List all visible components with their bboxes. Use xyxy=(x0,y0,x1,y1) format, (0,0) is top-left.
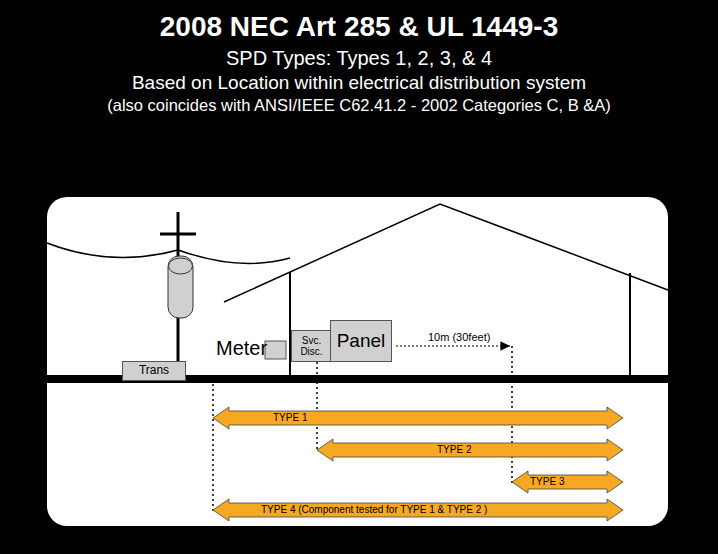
meter-box xyxy=(265,341,286,359)
double-arrow xyxy=(317,439,623,461)
type-arrow: TYPE 3 xyxy=(512,470,623,494)
type-arrow: TYPE 4 (Component tested for TYPE 1 & TY… xyxy=(213,498,623,522)
box-label: Panel xyxy=(337,331,386,352)
pole-crossarm xyxy=(160,233,196,236)
type-arrow: TYPE 2 xyxy=(317,438,623,462)
type-label: TYPE 3 xyxy=(530,476,564,488)
type-label: TYPE 1 xyxy=(273,412,307,424)
house-wall xyxy=(289,272,291,378)
double-arrow xyxy=(512,471,623,493)
panel-box: Panel xyxy=(330,320,392,362)
house-wall xyxy=(629,273,631,378)
double-arrow xyxy=(213,407,623,429)
subtitle: Based on Location within electrical dist… xyxy=(0,72,718,94)
subtitle: (also coincides with ANSI/IEEE C62.41.2 … xyxy=(0,96,718,115)
type-arrow: TYPE 1 xyxy=(213,406,623,430)
white-panel xyxy=(47,197,668,526)
title: 2008 NEC Art 285 & UL 1449-3 xyxy=(0,10,718,44)
transformer-box: Trans xyxy=(122,361,186,381)
box-label: Svc. Disc. xyxy=(292,335,331,357)
dimension-line xyxy=(396,345,510,346)
type-label: TYPE 4 (Component tested for TYPE 1 & TY… xyxy=(261,504,487,516)
subtitle: SPD Types: Types 1, 2, 3, & 4 xyxy=(0,47,718,70)
service-drop xyxy=(178,250,290,263)
transformer-top xyxy=(169,258,193,274)
dimension-label: 10m (30feet) xyxy=(428,331,490,344)
type-label: TYPE 2 xyxy=(437,444,471,456)
box-label: Trans xyxy=(139,364,169,377)
service-disconnect-box: Svc. Disc. xyxy=(291,330,332,362)
guide-line xyxy=(316,362,318,452)
overhead-wire xyxy=(47,243,178,258)
guide-line xyxy=(212,384,214,512)
arrow-shape xyxy=(512,470,623,494)
double-arrow xyxy=(213,499,623,521)
pole-transformer xyxy=(168,256,193,318)
meter-label: Meter xyxy=(216,337,267,360)
